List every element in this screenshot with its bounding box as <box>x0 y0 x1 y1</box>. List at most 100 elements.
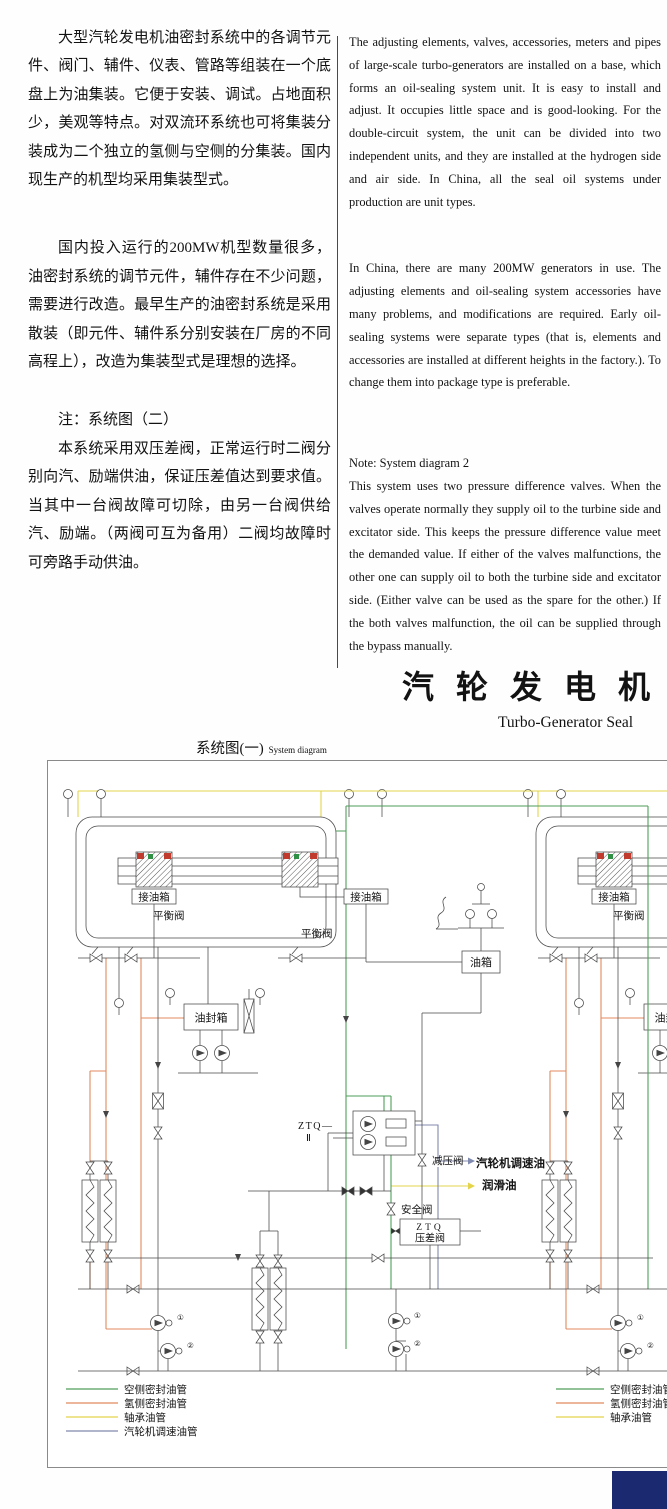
pump-icon <box>160 1343 176 1359</box>
valve-icon <box>255 1254 265 1268</box>
valve-icon <box>85 1249 95 1263</box>
gauge-icon <box>377 789 387 807</box>
column-divider <box>337 36 338 668</box>
en-paragraph-1: The adjusting elements, valves, accessor… <box>349 35 661 209</box>
valve-icon <box>255 1330 265 1344</box>
shaft-seal-housings <box>135 851 319 888</box>
valve-icon <box>289 953 303 963</box>
label-pump-2: ② <box>187 1341 194 1350</box>
heat-exchanger-icon <box>81 1179 99 1243</box>
label-oil-catch-tank: 接油箱 <box>138 891 170 904</box>
label-pump-1: ① <box>177 1313 184 1322</box>
page-corner-block <box>612 1471 667 1509</box>
diagram-caption-en: System diagram <box>268 745 327 755</box>
legend-label: 空侧密封油管 <box>610 1383 667 1396</box>
valve-icon <box>103 1161 113 1175</box>
bearing-oil-pipes <box>77 790 322 817</box>
valve-icon <box>103 1249 113 1263</box>
label-ztq2-line1: ZTQ— <box>298 1121 333 1132</box>
pump-icon <box>360 1116 376 1132</box>
gauge-icon <box>255 988 265 1006</box>
label-ztq2-line2: Ⅱ <box>306 1133 311 1144</box>
system-diagram-frame: 接油箱 接油箱 平衡阀 平衡阀 油封箱 ① ② <box>47 760 667 1468</box>
label-lube-oil: 润滑油 <box>482 1178 517 1192</box>
pump-icon <box>360 1134 376 1150</box>
center-components: 油箱 ZTQ— Ⅱ 减压阀 汽轮机调速油 润滑油 安全阀 ZTQ 压差阀 ① ② <box>78 790 667 1372</box>
gauge-icon <box>63 789 73 807</box>
heat-exchanger-icon <box>99 1179 117 1243</box>
legend-right: 空侧密封油管 氢侧密封油管 轴承油管 <box>556 1383 667 1424</box>
label-ztq: ZTQ <box>416 1223 443 1233</box>
motor-icon <box>403 1317 411 1325</box>
legend-label: 氢侧密封油管 <box>610 1397 667 1410</box>
heat-exchanger-icon <box>251 1267 269 1331</box>
ztq-unit <box>352 1110 416 1156</box>
pressure-difference-valve-box <box>399 1218 461 1246</box>
label-balance-valve: 平衡阀 <box>153 909 185 922</box>
oil-seal-tank-box <box>183 1003 239 1031</box>
diagram-caption-zh: 系统图(一) <box>196 741 264 757</box>
pump-icon <box>388 1313 404 1329</box>
label-pump-2: ② <box>414 1339 421 1348</box>
chinese-text-column: 大型汽轮发电机油密封系统中的各调节元件、阀门、辅件、仪表、管路等组装在一个底盘上… <box>28 24 331 577</box>
valve-icon <box>273 1330 283 1344</box>
valve-icon <box>359 1186 373 1196</box>
gauge-icon <box>465 909 475 927</box>
pump-icon <box>150 1315 166 1331</box>
vent-icon <box>477 883 485 891</box>
label-oil-catch-tank: 接油箱 <box>350 891 382 904</box>
subsystem-labels: 接油箱 接油箱 平衡阀 平衡阀 油封箱 ① ② <box>131 888 389 1350</box>
motor-icon <box>175 1347 183 1355</box>
bearing-oil-pipes-center <box>321 790 538 1187</box>
pump-icon <box>214 1045 230 1061</box>
seal-oil-subsystem-right <box>524 790 667 1376</box>
gauge-icon <box>165 988 175 1006</box>
legend-label: 轴承油管 <box>124 1411 166 1424</box>
gauge-icon <box>96 789 106 807</box>
valve-icon <box>371 1253 385 1263</box>
air-side-pipes-center <box>346 805 649 1289</box>
zh-paragraph-1: 大型汽轮发电机油密封系统中的各调节元件、阀门、辅件、仪表、管路等组装在一个底盘上… <box>28 30 331 189</box>
page-title-zh: 汽轮发电机 <box>402 669 667 705</box>
system-diagram-svg: 接油箱 接油箱 平衡阀 平衡阀 油封箱 ① ② <box>63 761 667 1438</box>
pressure-reducing-valve-icon <box>417 1153 427 1167</box>
seal-marks <box>137 853 317 859</box>
legend-label: 氢侧密封油管 <box>124 1397 187 1410</box>
oil-catch-tank-box <box>343 888 389 905</box>
legend-label: 空侧密封油管 <box>124 1383 187 1396</box>
label-oil-tank: 油箱 <box>470 955 492 969</box>
label-pump-1: ① <box>414 1311 421 1320</box>
label-turbine-governing-oil: 汽轮机调速油 <box>476 1156 545 1170</box>
flow-arrow <box>468 1157 475 1165</box>
pump-icon <box>192 1045 208 1061</box>
hydrogen-side-pipes <box>89 958 184 1330</box>
diagram-caption: 系统图(一) System diagram <box>196 737 327 758</box>
flow-arrows <box>103 1016 349 1261</box>
motor-icon <box>403 1345 411 1353</box>
legend-label: 汽轮机调速油管 <box>124 1425 198 1438</box>
label-safety-valve: 安全阀 <box>401 1203 433 1216</box>
page-title-en: Turbo-Generator Seal <box>498 714 634 731</box>
zh-note-body: 本系统采用双压差阀，正常运行时二阀分别向汽、励端供油，保证压差值达到要求值。当其… <box>28 440 331 571</box>
label-pressure-reducing-valve: 减压阀 <box>432 1154 464 1167</box>
air-side-pipes <box>336 806 385 1349</box>
valve-icon <box>273 1254 283 1268</box>
valve-icon <box>153 1126 163 1140</box>
zh-note-title: 注：系统图（二） <box>58 412 179 429</box>
valve-icon <box>390 1227 401 1235</box>
oil-catch-tank-box <box>131 888 177 905</box>
label-pressure-difference-valve: 压差阀 <box>415 1232 445 1245</box>
motor-icon <box>165 1319 173 1327</box>
legend-label: 轴承油管 <box>610 1411 652 1424</box>
center-labels: 油箱 ZTQ— Ⅱ 减压阀 汽轮机调速油 润滑油 安全阀 ZTQ 压差阀 ① ② <box>298 955 545 1348</box>
label-oil-seal-tank: 油封箱 <box>195 1011 228 1025</box>
oil-tank-box <box>461 950 501 974</box>
english-text-column: The adjusting elements, valves, accessor… <box>349 31 661 657</box>
en-paragraph-2: In China, there are many 200MW generator… <box>349 261 661 390</box>
legend-left: 空侧密封油管 氢侧密封油管 轴承油管 汽轮机调速油管 <box>66 1383 198 1438</box>
pump-icon <box>388 1341 404 1357</box>
gauge-icon <box>344 789 354 807</box>
valve-icon <box>124 953 138 963</box>
gauge-icon <box>114 998 124 1016</box>
zh-paragraph-2: 国内投入运行的200MW机型数量很多，油密封系统的调节元件，辅件存在不少问题，需… <box>28 240 331 371</box>
